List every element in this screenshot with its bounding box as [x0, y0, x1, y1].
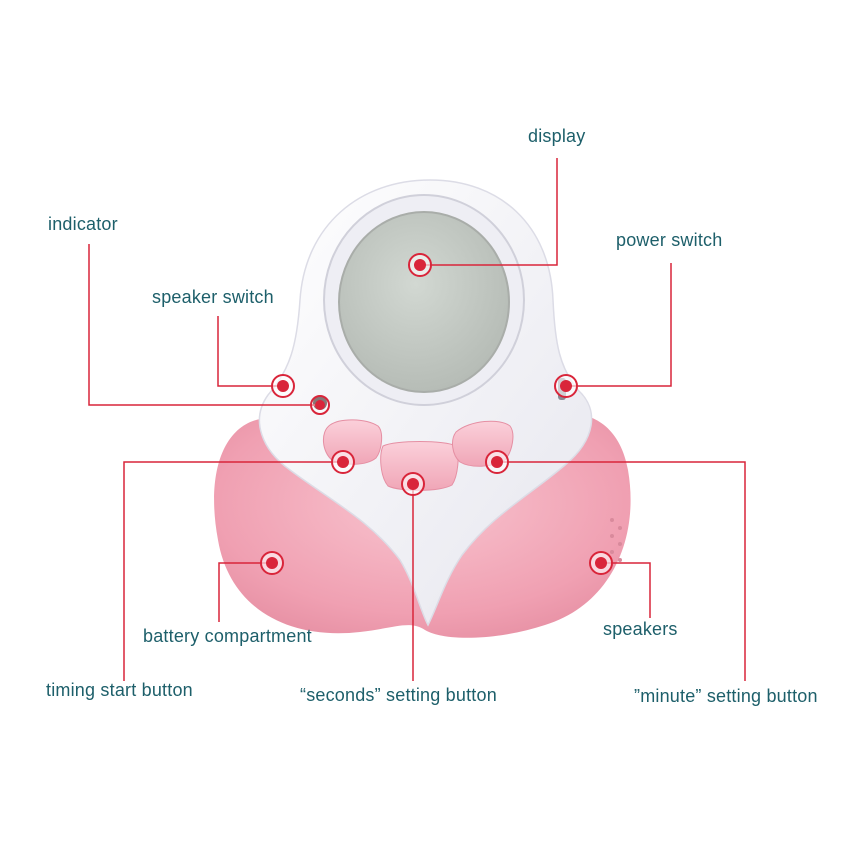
callout-line-indicator: [88, 244, 318, 406]
callout-line-battery: [218, 562, 272, 622]
label-speakers: speakers: [603, 619, 678, 639]
marker-power-switch: [554, 374, 578, 398]
callout-line-power-switch: [566, 263, 672, 387]
callout-line-minute: [497, 461, 746, 681]
marker-indicator: [310, 395, 330, 415]
callout-line-speaker-switch: [217, 316, 283, 387]
marker-seconds: [401, 472, 425, 496]
label-speaker-switch: speaker switch: [152, 287, 274, 307]
display-screen: [338, 211, 510, 393]
marker-minute: [485, 450, 509, 474]
label-battery-compartment: battery compartment: [143, 626, 312, 646]
seconds-setting-button[interactable]: [380, 441, 459, 491]
callout-markers: [260, 253, 613, 575]
marker-speaker-switch: [271, 374, 295, 398]
marker-display: [408, 253, 432, 277]
label-minute-setting-button: ”minute” setting button: [634, 686, 818, 706]
callout-lines: [88, 158, 746, 681]
speaker-grille: [610, 518, 622, 562]
callout-line-timing-start: [123, 461, 343, 681]
label-timing-start-button: timing start button: [46, 680, 193, 700]
marker-speakers: [589, 551, 613, 575]
callout-line-display: [420, 158, 558, 266]
marker-timing-start: [331, 450, 355, 474]
label-power-switch: power switch: [616, 230, 723, 250]
label-display: display: [528, 126, 586, 146]
label-seconds-setting-button: “seconds” setting button: [300, 685, 497, 705]
marker-battery: [260, 551, 284, 575]
label-indicator: indicator: [48, 214, 118, 234]
callout-line-speakers: [601, 562, 651, 618]
